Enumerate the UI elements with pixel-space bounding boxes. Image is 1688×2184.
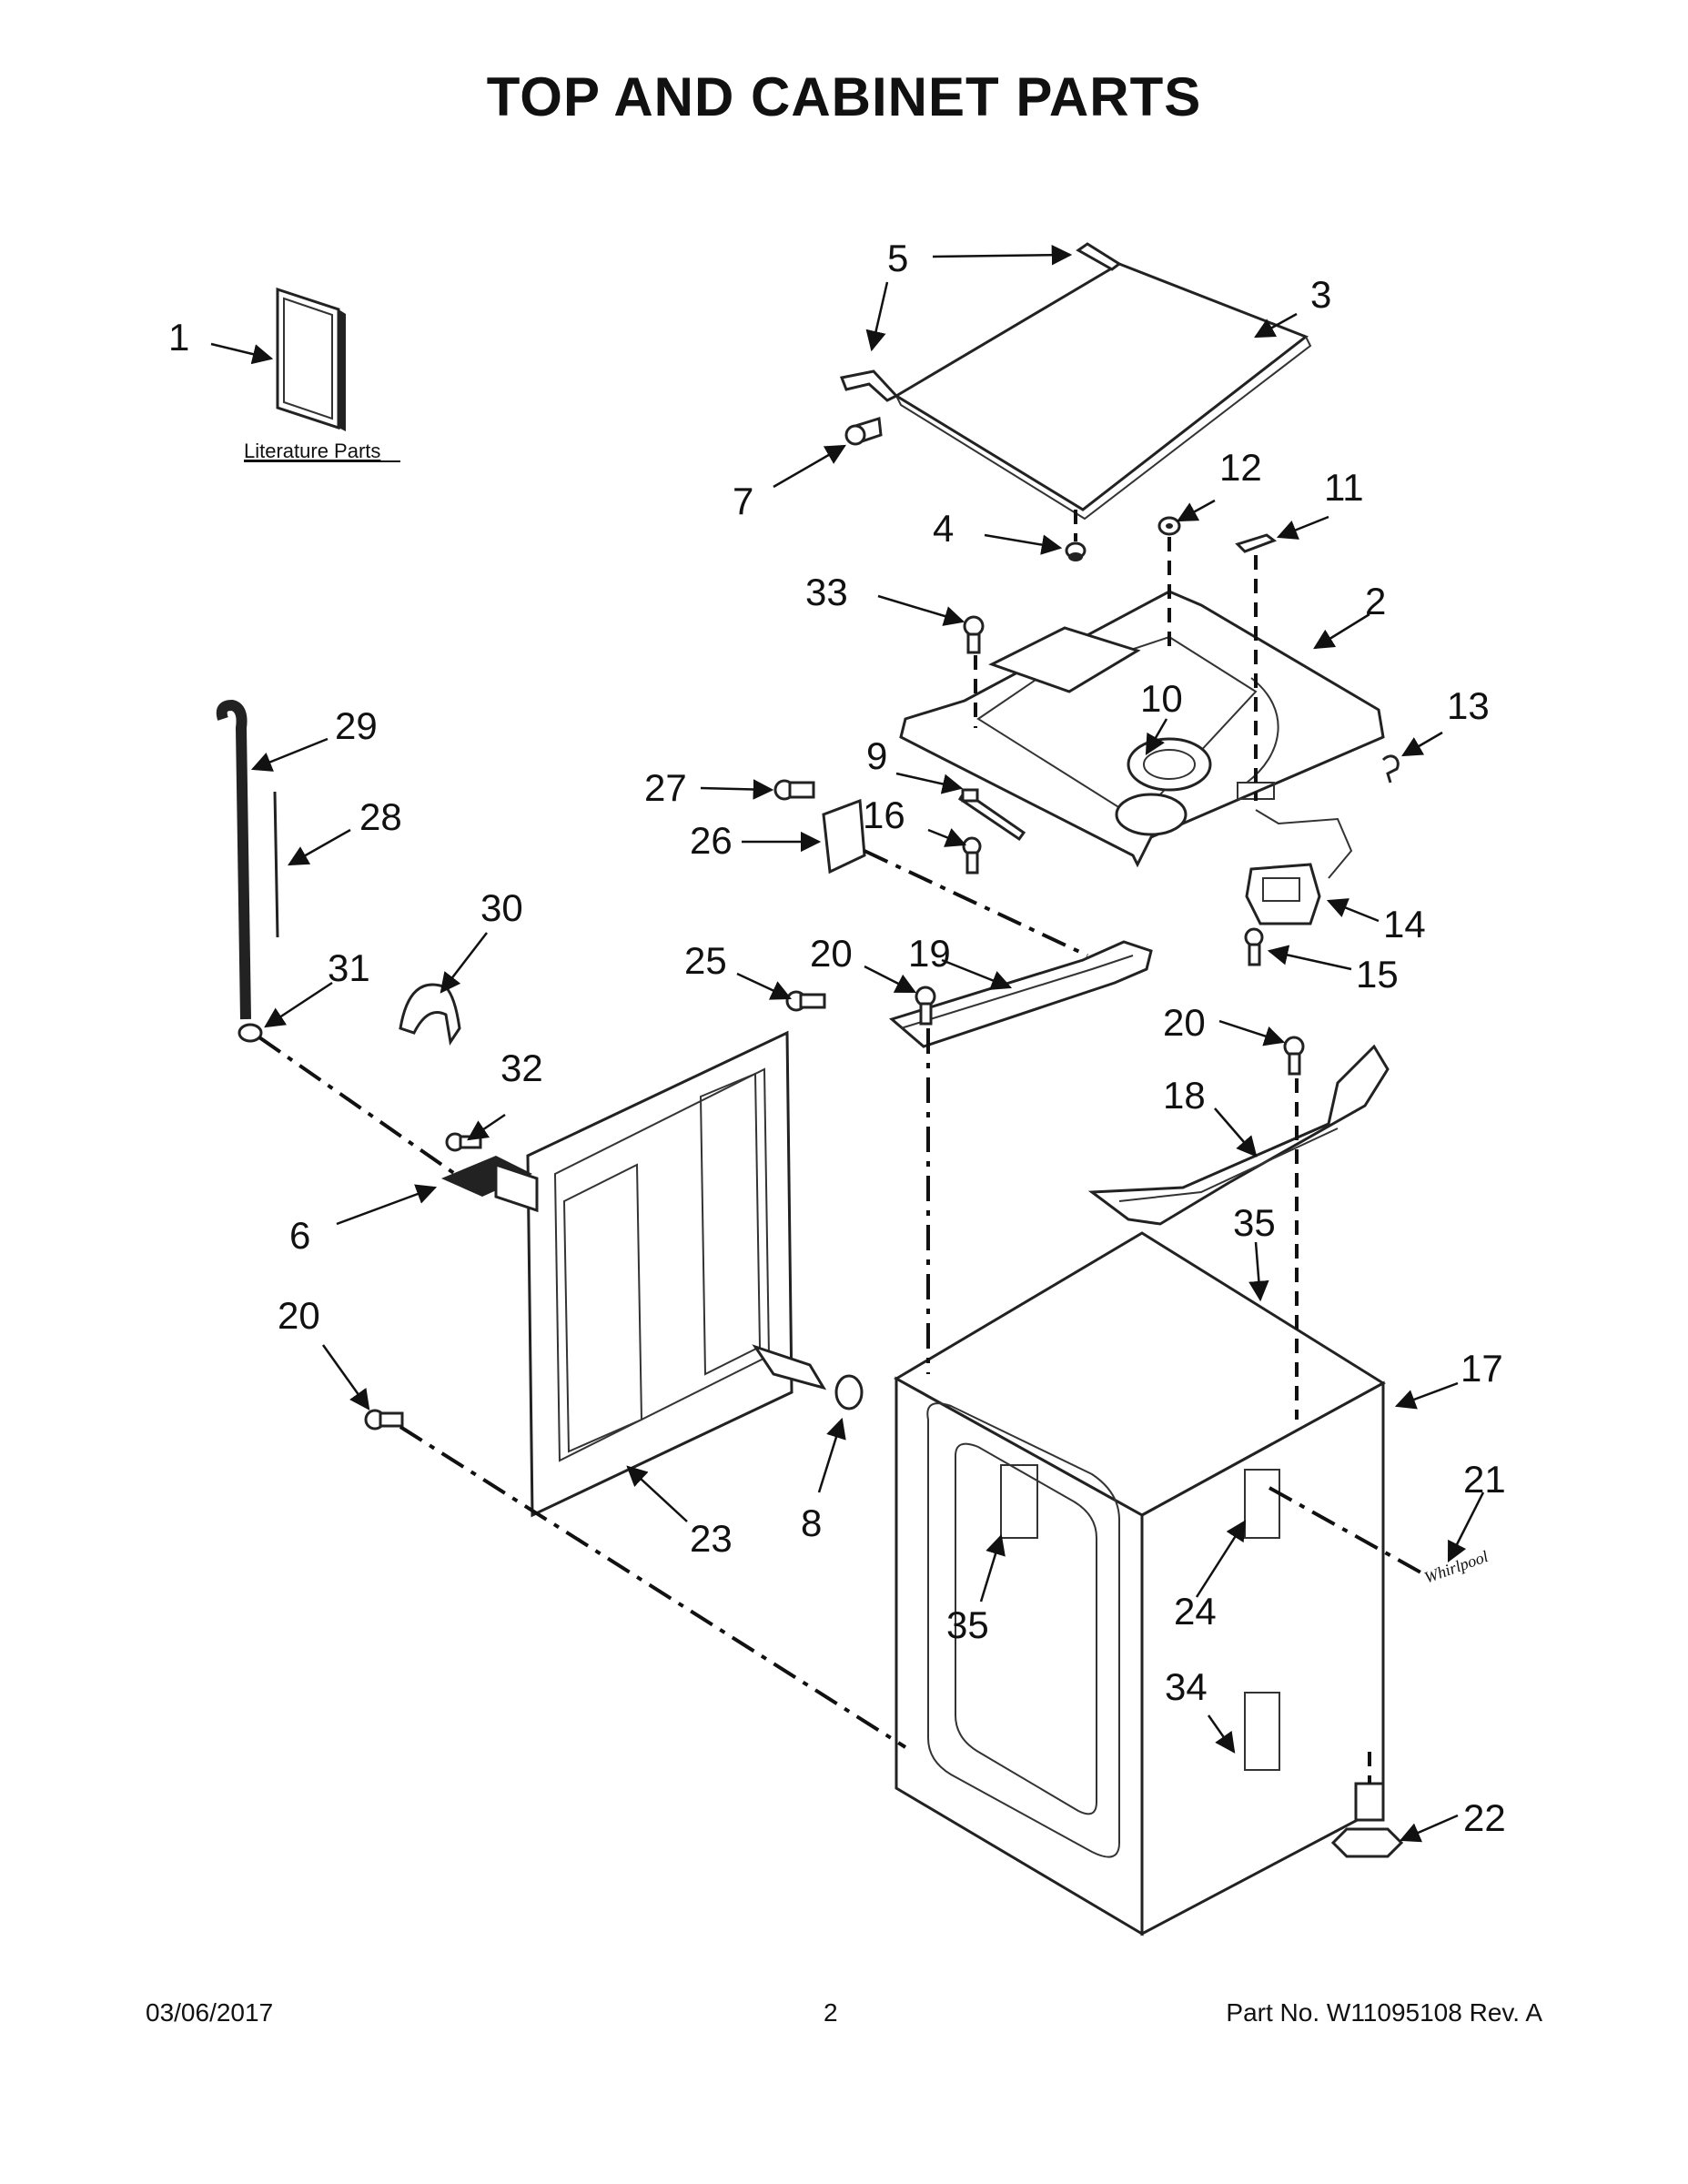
assembly-lines: [258, 510, 1425, 1784]
screw-25: [785, 990, 826, 1012]
callout-1: 1: [168, 316, 189, 359]
callout-numbers: 1 2 3 4 5 6 7 8 9 10 11 12 13 14 15 16 1…: [168, 237, 1506, 1839]
callout-33: 33: [805, 571, 848, 613]
callout-34: 34: [1165, 1665, 1208, 1708]
callout-9: 9: [866, 734, 887, 777]
callout-19: 19: [908, 932, 951, 975]
leveling-leg: [1330, 1782, 1404, 1858]
wire-tie: [957, 788, 1026, 842]
callout-35-front: 35: [946, 1603, 989, 1646]
callout-30: 30: [480, 886, 523, 929]
top-panel: [899, 590, 1385, 868]
callout-29: 29: [335, 704, 378, 747]
callout-26: 26: [690, 819, 733, 862]
callout-12: 12: [1219, 446, 1262, 489]
callout-21: 21: [1463, 1458, 1506, 1501]
callout-23: 23: [690, 1517, 733, 1560]
drain-hose: [216, 699, 251, 1020]
callout-13: 13: [1447, 684, 1490, 727]
callout-10: 10: [1140, 677, 1183, 720]
literature-parts-label: Literature Parts: [244, 440, 380, 462]
callout-25: 25: [684, 939, 727, 982]
brand-badge: Whirlpool: [1422, 1547, 1491, 1587]
callout-20-front: 20: [810, 932, 853, 975]
lid-screw: [844, 417, 883, 446]
footer-page-number: 2: [824, 1998, 838, 2027]
footer-part-number: Part No. W11095108 Rev. A: [1226, 1998, 1542, 2027]
rear-brace: [1087, 1044, 1390, 1226]
footer-date: 03/06/2017: [146, 1998, 274, 2027]
callout-15: 15: [1356, 953, 1399, 996]
top-panel-screw: [963, 615, 985, 654]
washer-cabinet: [893, 1231, 1386, 1936]
brand-badge-text: Whirlpool: [1422, 1547, 1491, 1587]
screw-20-rear: [1283, 1036, 1305, 1076]
callout-16: 16: [863, 794, 905, 836]
washer-lid: [894, 262, 1312, 521]
callout-27: 27: [644, 766, 687, 809]
lid-bumper: [1065, 541, 1087, 561]
lid-nut: [1157, 516, 1181, 536]
lid-lock-screw: [1244, 927, 1264, 966]
callout-17: 17: [1461, 1347, 1503, 1390]
hose-clamp: [238, 1023, 263, 1043]
callout-5: 5: [887, 237, 908, 279]
callout-18: 18: [1163, 1074, 1206, 1117]
literature-booklet: [276, 287, 346, 431]
callout-14: 14: [1383, 903, 1426, 945]
callout-24: 24: [1174, 1590, 1217, 1633]
leader-arrows: [210, 245, 1485, 1843]
wire-clip: [1381, 754, 1400, 784]
callout-3: 3: [1310, 273, 1331, 316]
callout-7: 7: [733, 480, 753, 522]
hose-strap: [273, 791, 279, 938]
bracket-26: [822, 798, 866, 875]
rear-panel: [526, 1030, 793, 1518]
callout-22: 22: [1463, 1796, 1506, 1839]
callout-20-rear: 20: [1163, 1001, 1206, 1044]
lid-hinge: [839, 242, 1122, 402]
page-title: TOP AND CABINET PARTS: [486, 66, 1202, 127]
callout-31: 31: [328, 946, 370, 989]
screw-20-side: [364, 1409, 404, 1431]
screw-27: [773, 779, 815, 801]
lid-lock-assembly: [1245, 809, 1353, 925]
screw-20-front: [915, 986, 936, 1026]
callout-20-side: 20: [278, 1294, 320, 1337]
callout-4: 4: [933, 507, 954, 550]
front-brace: [888, 940, 1153, 1048]
screw-16: [962, 836, 982, 875]
lid-switch-bracket: [1235, 533, 1278, 553]
inlet-connector: [752, 1344, 864, 1410]
callout-8: 8: [801, 1502, 822, 1544]
drain-hose-outlet: [441, 1156, 539, 1213]
screw-32: [445, 1132, 482, 1152]
callout-28: 28: [359, 795, 402, 838]
callout-2: 2: [1365, 580, 1386, 622]
callout-35-rear: 35: [1233, 1201, 1276, 1244]
callout-32: 32: [500, 1046, 543, 1089]
callout-11: 11: [1324, 466, 1364, 509]
callout-6: 6: [289, 1214, 310, 1257]
hose-guide: [399, 983, 461, 1046]
